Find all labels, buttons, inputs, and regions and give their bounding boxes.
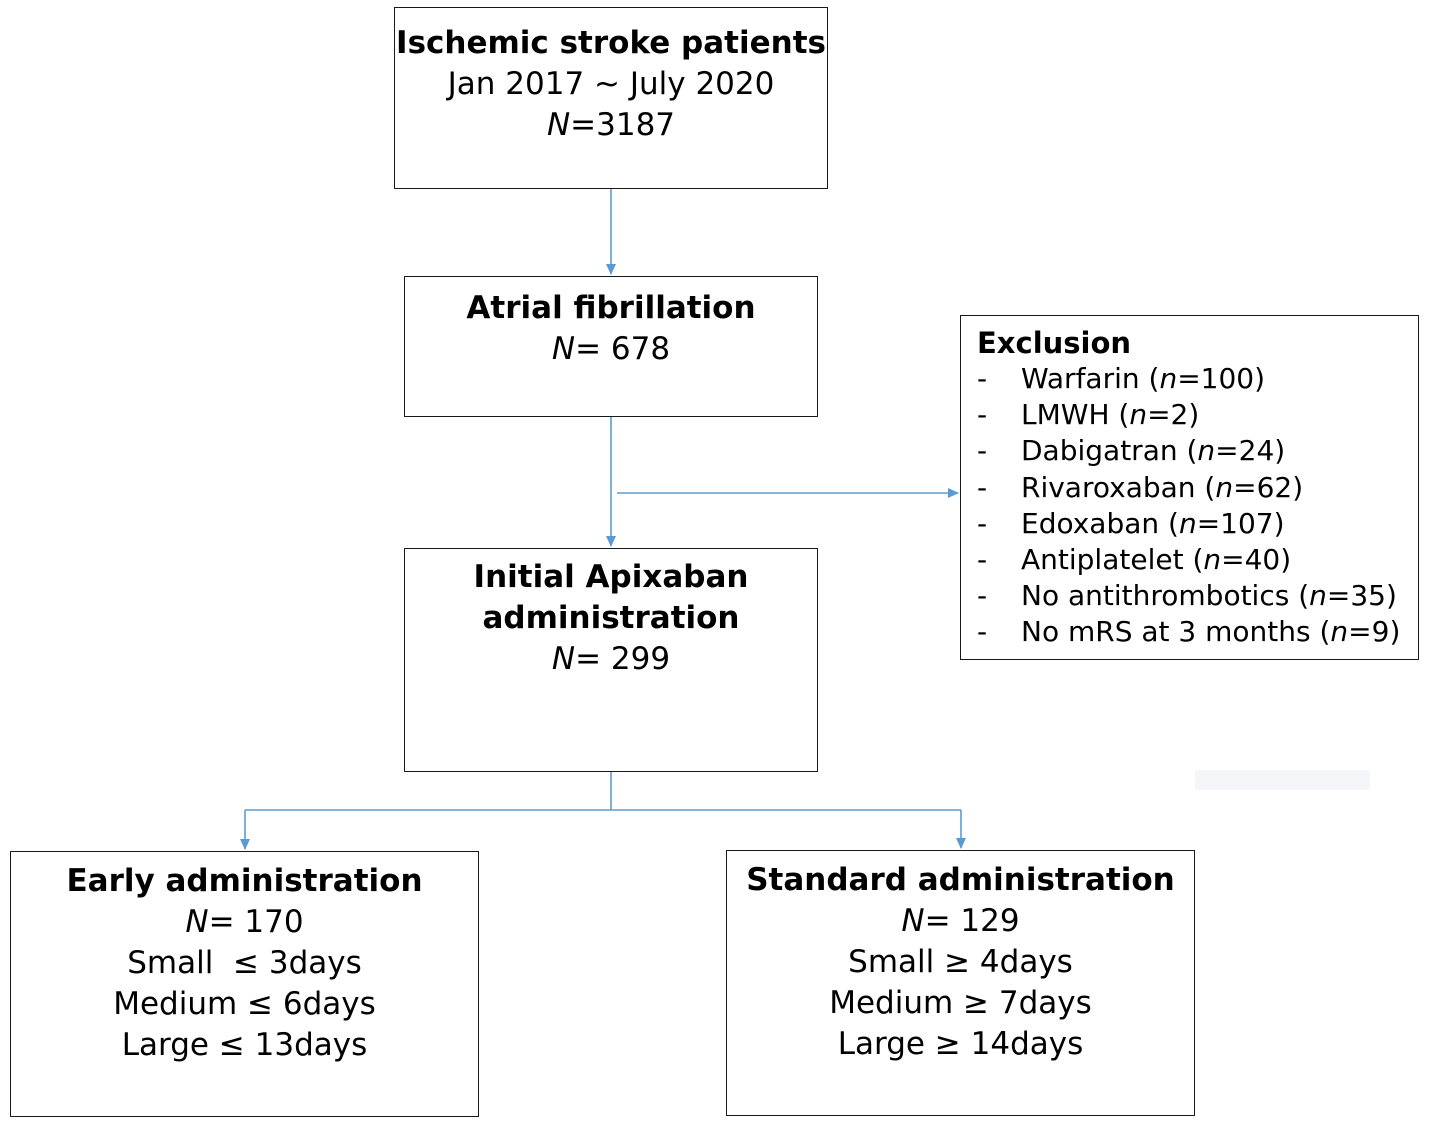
- exclusion-item: -No mRS at 3 months (n=9): [977, 614, 1418, 650]
- exclusion-item: -Dabigatran (n=24): [977, 433, 1418, 469]
- large-threshold: Large ≤ 13days: [121, 1027, 368, 1063]
- exclusion-count: =62): [1233, 470, 1304, 504]
- exclusion-item: -No antithrombotics (n=35): [977, 578, 1418, 614]
- list-dash: -: [977, 579, 988, 613]
- medium-threshold: Medium ≥ 7days: [829, 985, 1092, 1021]
- n-symbol: n: [1159, 362, 1178, 395]
- n-symbol: n: [1330, 615, 1349, 649]
- n-symbol: n: [1178, 506, 1197, 540]
- patient-count: N= 299: [405, 639, 817, 680]
- exclusion-name: LMWH (: [1021, 398, 1130, 432]
- small-threshold: Small ≤ 3days: [127, 945, 362, 981]
- exclusion-name: No antithrombotics (: [1021, 579, 1310, 613]
- n-value: =3187: [570, 107, 676, 143]
- box-title: Ischemic stroke patients: [396, 25, 826, 61]
- exclusion-title: Exclusion: [977, 326, 1132, 360]
- box-title: Atrial fibrillation: [466, 290, 756, 326]
- list-dash: -: [977, 543, 988, 577]
- exclusion-name: Warfarin (: [1021, 362, 1160, 395]
- large-threshold: Large ≥ 14days: [837, 1026, 1084, 1062]
- exclusion-count: =107): [1196, 506, 1285, 540]
- exclusion-list: -Warfarin (n=100)-LMWH (n=2)-Dabigatran …: [977, 361, 1418, 651]
- exclusion-count: =40): [1221, 543, 1292, 577]
- exclusion-name: Rivaroxaban (: [1021, 470, 1216, 504]
- exclusion-count: =100): [1177, 362, 1266, 395]
- patient-count: N=3187: [395, 105, 827, 146]
- n-value: = 299: [575, 641, 671, 677]
- n-symbol: n: [1197, 434, 1216, 468]
- exclusion-count: =2): [1147, 398, 1200, 432]
- exclusion-item: -Edoxaban (n=107): [977, 506, 1418, 542]
- list-dash: -: [977, 506, 988, 540]
- n-symbol: N: [551, 331, 576, 367]
- box-standard-administration: Standard administration N= 129 Small ≥ 4…: [726, 850, 1195, 1116]
- box-initial-apixaban: Initial Apixaban administration N= 299: [404, 548, 818, 772]
- n-value: = 678: [575, 331, 671, 367]
- box-ischemic-stroke-patients: Ischemic stroke patients Jan 2017 ~ July…: [394, 7, 828, 189]
- box-title-line-1: Initial Apixaban: [473, 559, 749, 595]
- n-value: = 170: [208, 904, 304, 940]
- study-period: Jan 2017 ~ July 2020: [447, 66, 775, 102]
- list-dash: -: [977, 362, 988, 395]
- exclusion-item: -Warfarin (n=100): [977, 361, 1418, 397]
- patient-count: N= 129: [727, 901, 1194, 942]
- list-dash: -: [977, 434, 988, 468]
- exclusion-count: =9): [1348, 615, 1401, 649]
- faint-overlay-artifact: [1195, 770, 1370, 790]
- small-threshold: Small ≥ 4days: [848, 944, 1073, 980]
- box-title: Early administration: [66, 863, 423, 899]
- n-symbol: N: [546, 107, 571, 143]
- n-symbol: n: [1203, 543, 1222, 577]
- exclusion-name: Antiplatelet (: [1021, 543, 1204, 577]
- exclusion-item: -Rivaroxaban (n=62): [977, 470, 1418, 506]
- exclusion-name: Edoxaban (: [1021, 506, 1179, 540]
- n-symbol: n: [1215, 470, 1234, 504]
- n-value: = 129: [924, 903, 1020, 939]
- n-symbol: n: [1309, 579, 1327, 613]
- box-title-line-2: administration: [482, 600, 740, 636]
- list-dash: -: [977, 470, 988, 504]
- n-symbol: N: [551, 641, 576, 677]
- box-early-administration: Early administration N= 170 Small ≤ 3day…: [10, 851, 479, 1117]
- box-title: Standard administration: [746, 862, 1175, 898]
- exclusion-count: =24): [1215, 434, 1286, 468]
- exclusion-item: -LMWH (n=2): [977, 397, 1418, 433]
- medium-threshold: Medium ≤ 6days: [113, 986, 376, 1022]
- box-exclusion: Exclusion -Warfarin (n=100)-LMWH (n=2)-D…: [960, 315, 1419, 660]
- n-symbol: N: [185, 904, 209, 940]
- n-symbol: n: [1129, 398, 1148, 432]
- exclusion-name: Dabigatran (: [1021, 434, 1198, 468]
- n-symbol: N: [901, 903, 925, 939]
- box-atrial-fibrillation: Atrial fibrillation N= 678: [404, 276, 818, 417]
- patient-count: N= 170: [11, 902, 478, 943]
- exclusion-item: -Antiplatelet (n=40): [977, 542, 1418, 578]
- exclusion-count: =35): [1326, 579, 1397, 613]
- exclusion-name: No mRS at 3 months (: [1021, 615, 1331, 649]
- patient-count: N= 678: [405, 329, 817, 370]
- list-dash: -: [977, 398, 988, 432]
- list-dash: -: [977, 615, 988, 649]
